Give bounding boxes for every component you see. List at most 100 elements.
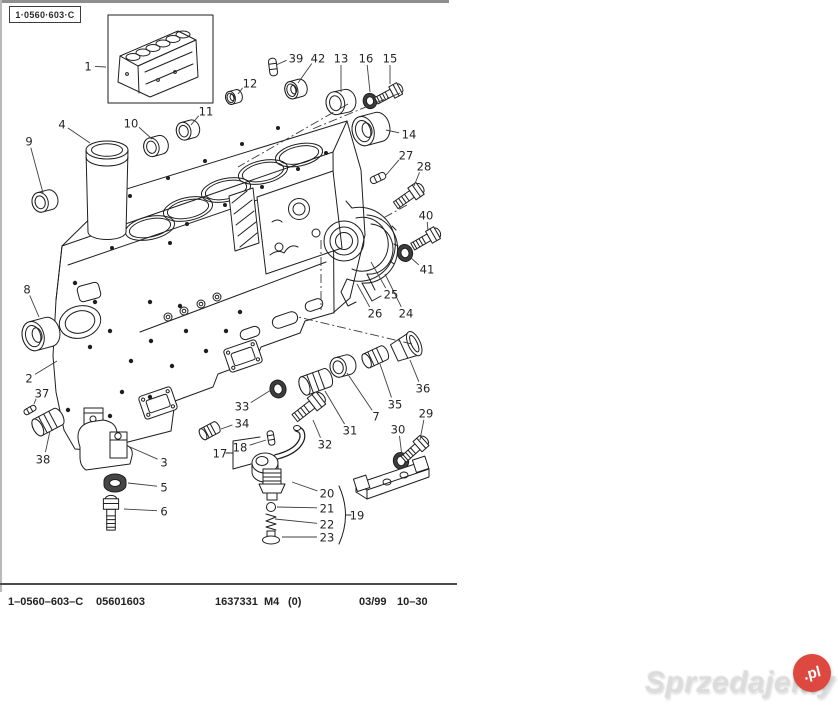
footer-doc-number: 1637331 — [215, 596, 258, 608]
leader-33 — [251, 390, 271, 403]
leader-5 — [128, 483, 157, 486]
leader-28 — [414, 172, 420, 186]
footer-page: 10–30 — [397, 596, 428, 608]
callout-7: 7 — [372, 409, 379, 423]
leader-7 — [347, 373, 372, 410]
drawing-number: 1·0560·603·C — [15, 9, 75, 20]
plug-36 — [389, 329, 425, 364]
leader-36 — [410, 360, 419, 382]
leader-2 — [35, 361, 57, 374]
leader-26 — [357, 284, 370, 307]
callout-29: 29 — [419, 406, 434, 420]
callout-24: 24 — [399, 306, 414, 320]
leader-22 — [275, 519, 317, 523]
callout-4: 4 — [58, 117, 65, 131]
leader-38 — [45, 431, 50, 452]
callout-32: 32 — [318, 437, 333, 451]
leader-3 — [130, 447, 158, 459]
scan-edge-left — [0, 0, 2, 592]
group-bracket-17 — [226, 437, 260, 469]
leader-4 — [68, 128, 90, 143]
callout-12: 12 — [243, 76, 258, 90]
face-holes — [65, 280, 243, 419]
leader-30 — [399, 436, 402, 456]
leader-41 — [410, 257, 419, 265]
callout-16: 16 — [359, 51, 374, 65]
callout-18: 18 — [233, 440, 248, 454]
callout-1: 1 — [84, 59, 91, 73]
callout-33: 33 — [235, 399, 250, 413]
callout-14: 14 — [402, 127, 417, 141]
callout-10: 10 — [124, 116, 139, 130]
leader-34 — [221, 425, 232, 429]
center-lines — [238, 93, 412, 344]
front-core-hole — [56, 281, 105, 342]
leader-14 — [386, 130, 399, 133]
callout-41: 41 — [420, 262, 435, 276]
footer-rule — [0, 583, 457, 585]
callout-39: 39 — [289, 51, 304, 65]
face-bosses — [164, 293, 221, 321]
callout-21: 21 — [320, 501, 335, 515]
leader-39 — [276, 60, 287, 65]
leader-35 — [380, 364, 391, 397]
side-pads — [138, 297, 324, 420]
rear-flange — [324, 221, 364, 261]
callout-3: 3 — [160, 455, 167, 469]
callout-11: 11 — [199, 104, 214, 118]
callout-22: 22 — [320, 517, 335, 531]
callout-26: 26 — [368, 306, 383, 320]
callout-34: 34 — [235, 416, 250, 430]
leader-12 — [238, 88, 243, 94]
leader-11 — [191, 116, 199, 125]
leader-10 — [139, 127, 152, 139]
cylinder-bores — [123, 139, 325, 244]
callout-8: 8 — [23, 282, 30, 296]
callout-6: 6 — [160, 504, 167, 518]
leader-32 — [313, 420, 321, 438]
leader-9 — [31, 148, 43, 193]
leader-31 — [325, 391, 345, 424]
watermark: Sprzedajemy .pl — [645, 649, 835, 712]
washer-5 — [104, 474, 126, 492]
leader-8 — [30, 295, 39, 317]
leader-25 — [371, 262, 386, 288]
rear-seal-housing — [341, 201, 398, 306]
callout-19: 19 — [350, 508, 365, 522]
support-bar — [353, 456, 429, 499]
section-hatch — [229, 188, 259, 251]
leader-lines — [30, 60, 428, 537]
callout-23: 23 — [320, 530, 335, 544]
leader-6 — [124, 509, 157, 511]
leader-42 — [298, 63, 312, 83]
callout-31: 31 — [343, 423, 358, 437]
cylinder-liner — [86, 141, 128, 240]
leader-37 — [34, 399, 36, 404]
callout-40: 40 — [419, 208, 434, 222]
callout-13: 13 — [334, 51, 349, 65]
footer-drawing-code: 1–0560–603–C — [8, 596, 84, 608]
cooling-nozzle — [252, 426, 302, 483]
callout-42: 42 — [311, 51, 326, 65]
deck-bolt-holes — [110, 126, 328, 250]
footer-part-number: 05601603 — [96, 596, 145, 608]
callout-30: 30 — [391, 422, 406, 436]
leader-27 — [386, 160, 399, 175]
callout-38: 38 — [36, 452, 51, 466]
leader-40 — [427, 222, 428, 231]
leader-20 — [292, 482, 317, 491]
callout-37: 37 — [35, 386, 50, 400]
callout-28: 28 — [417, 159, 432, 173]
leader-18 — [250, 440, 266, 445]
leader-24 — [385, 274, 401, 307]
callout-9: 9 — [25, 134, 32, 148]
callout-36: 36 — [416, 381, 431, 395]
footer-date: 03/99 — [359, 596, 387, 608]
footer-revision: M4 — [264, 596, 280, 608]
scan-edge-top — [0, 0, 449, 3]
callout-27: 27 — [399, 148, 414, 162]
